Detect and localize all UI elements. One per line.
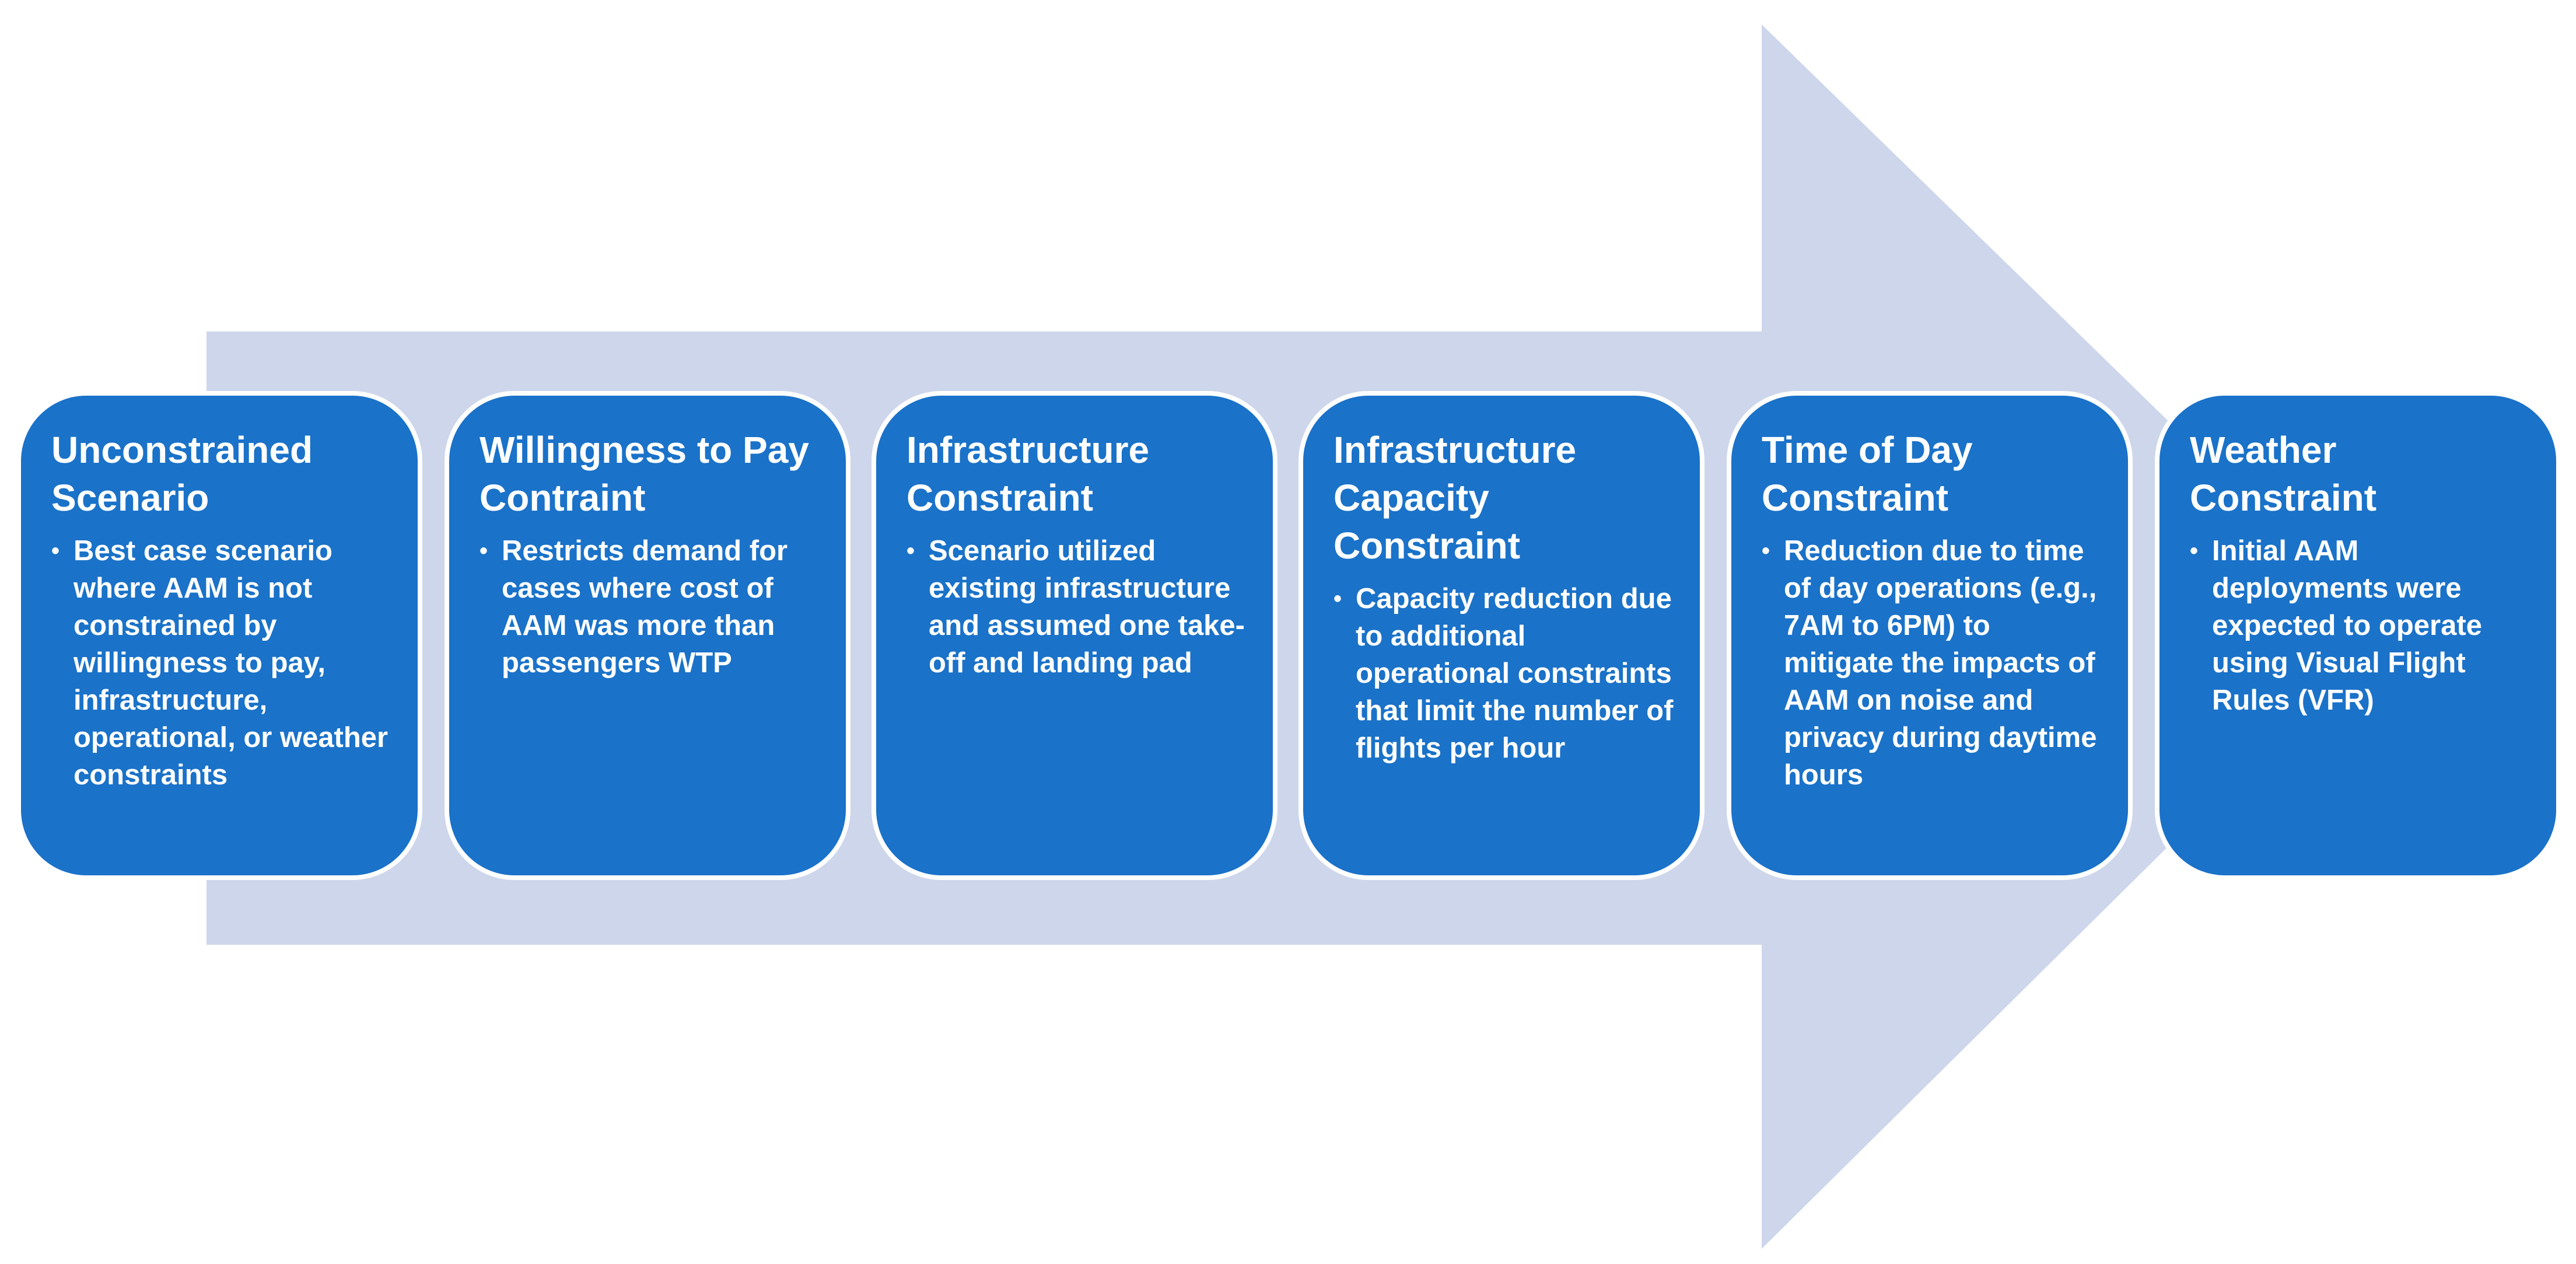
step-title: Infrastructure Capacity Constraint	[1334, 429, 1577, 567]
step-bullets: • Initial AAM deployments were expected …	[2190, 532, 2533, 719]
step-title: Time of Day Constraint	[1762, 429, 1973, 519]
bullet-icon: •	[51, 538, 60, 564]
step-title: Unconstrained Scenario	[51, 429, 313, 519]
step-bullets: • Reduction due to time of day operation…	[1762, 532, 2105, 794]
step-box-time-of-day: Time of Day Constraint • Reduction due t…	[1727, 391, 2133, 880]
step-bullet: • Best case scenario where AAM is not co…	[51, 532, 394, 794]
step-bullet: • Reduction due to time of day operation…	[1762, 532, 2105, 794]
step-box-infrastructure: Infrastructure Constraint • Scenario uti…	[872, 391, 1278, 880]
step-bullet: • Initial AAM deployments were expected …	[2190, 532, 2533, 719]
step-bullets: • Best case scenario where AAM is not co…	[51, 532, 394, 794]
step-bullet: • Restricts demand for cases where cost …	[480, 532, 822, 682]
step-bullet-text: Capacity reduction due to additional ope…	[1356, 583, 1674, 764]
step-box-willingness-to-pay: Willingness to Pay Contraint • Restricts…	[444, 391, 850, 880]
step-title: Willingness to Pay Contraint	[480, 429, 809, 519]
step-bullets: • Capacity reduction due to additional o…	[1334, 580, 1676, 767]
step-bullet-text: Best case scenario where AAM is not cons…	[74, 535, 388, 791]
step-bullets: • Scenario utilized existing infrastruct…	[907, 532, 1250, 682]
step-bullet-text: Restricts demand for cases where cost of…	[502, 535, 788, 679]
bullet-icon: •	[1334, 586, 1342, 612]
step-title: Infrastructure Constraint	[907, 429, 1150, 519]
step-box-unconstrained: Unconstrained Scenario • Best case scena…	[16, 391, 422, 880]
step-bullet-text: Reduction due to time of day operations …	[1784, 535, 2097, 791]
step-bullets: • Restricts demand for cases where cost …	[480, 532, 822, 682]
step-bullet: • Scenario utilized existing infrastruct…	[907, 532, 1250, 682]
bullet-icon: •	[907, 538, 915, 564]
bullet-icon: •	[1762, 538, 1770, 564]
step-bullet-text: Scenario utilized existing infrastructur…	[929, 535, 1245, 679]
step-title: Weather Constraint	[2190, 429, 2376, 519]
step-box-weather: Weather Constraint • Initial AAM deploym…	[2155, 391, 2561, 880]
bullet-icon: •	[2190, 538, 2199, 564]
step-bullet: • Capacity reduction due to additional o…	[1334, 580, 1676, 767]
step-bullet-text: Initial AAM deployments were expected to…	[2212, 535, 2482, 716]
arrow-shape	[206, 25, 2385, 1249]
step-box-infrastructure-capacity: Infrastructure Capacity Constraint • Cap…	[1298, 391, 1704, 880]
bullet-icon: •	[480, 538, 488, 564]
